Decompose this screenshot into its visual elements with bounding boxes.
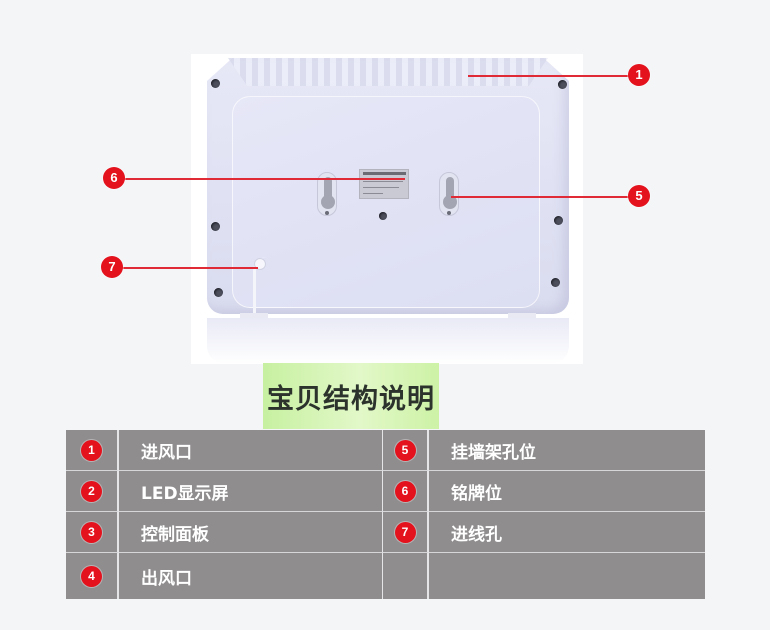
table-cell-label: 铭牌位 xyxy=(429,471,705,512)
air-inlet-grille xyxy=(228,58,548,86)
number-badge-7: 7 xyxy=(394,521,416,543)
number-badge-5: 5 xyxy=(394,439,416,461)
number-badge-6: 6 xyxy=(394,480,416,502)
section-title: 宝贝结构说明 xyxy=(263,363,439,429)
power-cord xyxy=(253,257,277,317)
table-cell-label: 进风口 xyxy=(119,430,383,471)
callout-badge-5: 5 xyxy=(628,185,650,207)
callout-badge-6: 6 xyxy=(103,167,125,189)
table-cell-label: 出风口 xyxy=(119,553,383,599)
number-badge-1: 1 xyxy=(81,439,102,461)
device-foot xyxy=(508,313,536,318)
rear-inner-panel xyxy=(232,96,540,308)
table-cell-label: LED显示屏 xyxy=(119,471,383,512)
table-cell-label: 进线孔 xyxy=(429,512,705,553)
screw-hole xyxy=(214,288,223,297)
section-title-text: 宝贝结构说明 xyxy=(267,383,435,415)
callout-badge-1: 1 xyxy=(628,64,650,86)
callout-line-7 xyxy=(121,267,258,269)
number-badge-3: 3 xyxy=(81,521,102,543)
wall-mount-keyhole-right xyxy=(439,172,459,216)
number-badge-2: 2 xyxy=(81,480,102,502)
table-cell-number: 3 xyxy=(66,512,119,553)
nameplate-line xyxy=(363,193,383,194)
callout-badge-7: 7 xyxy=(101,256,123,278)
table-cell-number: 2 xyxy=(66,471,119,512)
keyhole-dot xyxy=(325,211,329,215)
table-cell-number: 5 xyxy=(383,430,429,471)
callout-line-5 xyxy=(451,196,631,198)
nameplate-header xyxy=(363,172,406,175)
table-cell-label: 控制面板 xyxy=(119,512,383,553)
floor-reflection xyxy=(207,318,569,364)
number-badge-4: 4 xyxy=(81,565,102,587)
device-foot xyxy=(240,313,268,318)
nameplate-line xyxy=(363,187,399,188)
callout-line-1 xyxy=(468,75,630,77)
table-cell-number: 6 xyxy=(383,471,429,512)
screw-hole xyxy=(211,79,220,88)
screw-hole xyxy=(558,80,567,89)
callout-line-6 xyxy=(123,178,405,180)
table-cell-label: 挂墙架孔位 xyxy=(429,430,705,471)
table-cell-number: 1 xyxy=(66,430,119,471)
structure-legend-table: 1 进风口 5 挂墙架孔位 2 LED显示屏 6 铭牌位 3 控制面板 7 进线… xyxy=(66,430,705,599)
screw-hole xyxy=(551,278,560,287)
wall-mount-keyhole-left xyxy=(317,172,337,216)
table-cell-label-empty xyxy=(429,553,705,599)
table-cell-number-empty xyxy=(383,553,429,599)
keyhole-dot xyxy=(447,211,451,215)
table-cell-number: 7 xyxy=(383,512,429,553)
screw-hole xyxy=(554,216,563,225)
screw-hole xyxy=(379,212,387,220)
table-cell-number: 4 xyxy=(66,553,119,599)
nameplate-line xyxy=(363,181,403,182)
screw-hole xyxy=(211,222,220,231)
nameplate xyxy=(359,169,409,199)
